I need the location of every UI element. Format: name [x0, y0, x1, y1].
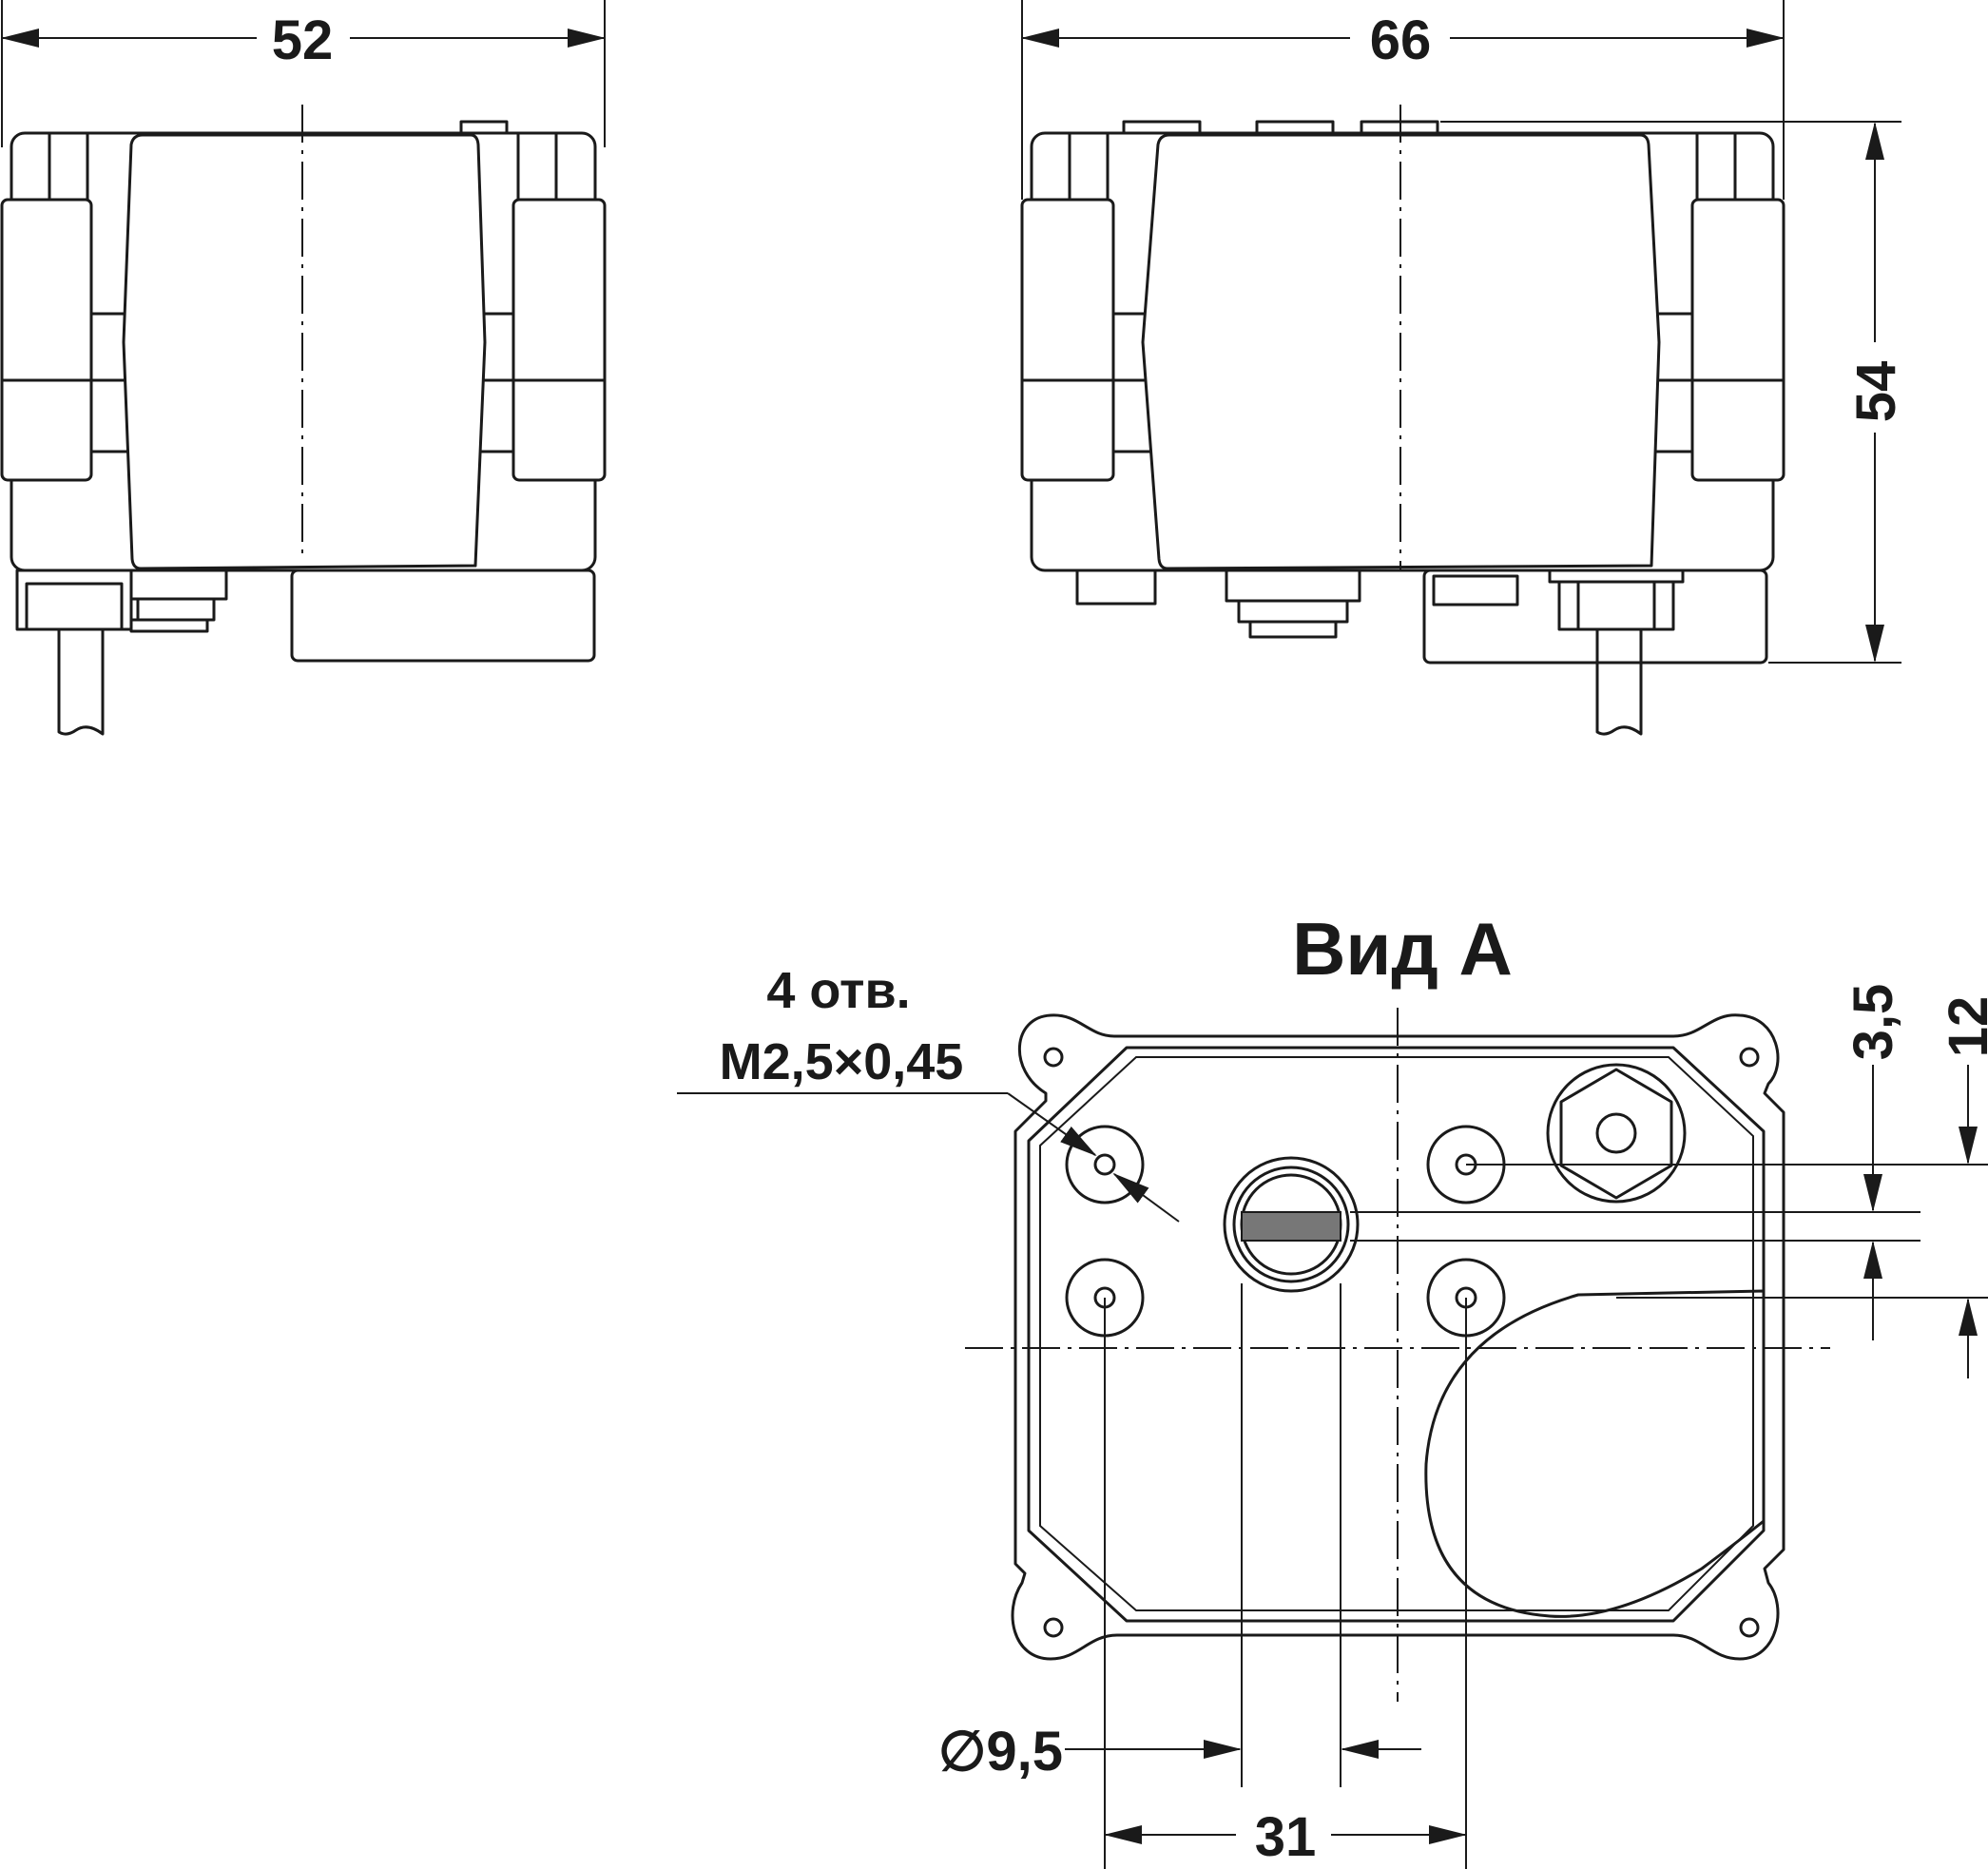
- side-view: 52: [0, 0, 607, 736]
- view-a-title: Вид А: [1292, 907, 1513, 991]
- dim-width-front: 66: [1370, 10, 1432, 71]
- dim-diameter: ∅9,5: [938, 1721, 1063, 1782]
- thread-spec-label: М2,5×0,45: [720, 1033, 964, 1090]
- view-a: Вид А: [677, 907, 1988, 1869]
- dim-spacing: 31: [1255, 1806, 1317, 1868]
- dim-height: 54: [1845, 361, 1907, 423]
- dim-offset-large: 12: [1938, 996, 1988, 1058]
- dim-offset-small: 3,5: [1843, 984, 1904, 1061]
- holes-count-label: 4 отв.: [766, 962, 910, 1019]
- dim-width-side: 52: [272, 10, 334, 71]
- shaft-slot: [1241, 1211, 1341, 1242]
- front-view: 66 54: [1020, 0, 1907, 736]
